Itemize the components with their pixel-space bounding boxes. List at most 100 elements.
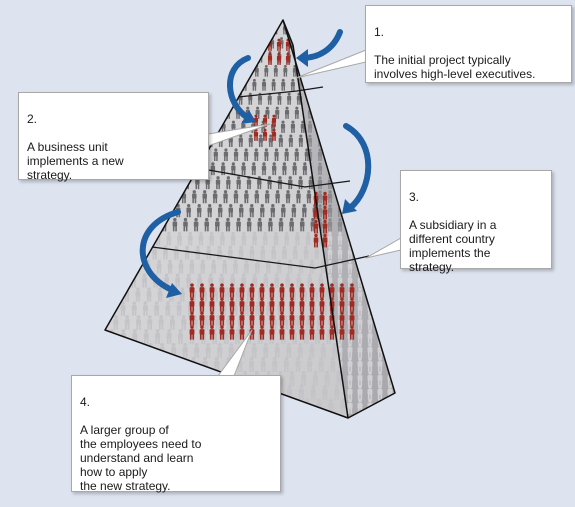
callout-number: 3.	[409, 190, 420, 204]
person-icon	[121, 64, 126, 77]
person-icon	[134, 231, 140, 246]
person-icon	[99, 79, 103, 91]
person-icon	[135, 23, 140, 35]
person-icon	[377, 134, 383, 147]
person-icon	[133, 203, 139, 218]
callout-3: 3. A subsidiary in a different country i…	[400, 170, 552, 274]
person-icon	[343, 106, 348, 119]
person-icon	[348, 23, 352, 35]
person-icon	[178, 64, 183, 77]
callout-1: 1. The initial project typically involve…	[365, 5, 572, 83]
person-icon	[301, 23, 306, 35]
person-icon	[387, 176, 393, 190]
person-icon	[355, 93, 359, 105]
person-icon	[105, 37, 107, 49]
arrows	[139, 29, 372, 298]
person-icon	[155, 51, 160, 63]
person-icon	[347, 134, 353, 147]
curved-arrow-icon	[343, 123, 372, 211]
person-icon	[317, 106, 323, 119]
person-icon	[316, 37, 321, 49]
person-icon	[334, 106, 339, 119]
person-icon	[333, 162, 338, 176]
person-icon	[347, 190, 353, 204]
person-icon	[98, 301, 103, 315]
person-icon	[216, 106, 221, 119]
person-icon	[357, 204, 363, 218]
person-icon	[335, 148, 340, 162]
person-icon	[358, 65, 362, 77]
person-icon	[98, 329, 103, 344]
person-icon	[136, 51, 141, 63]
person-icon	[304, 398, 310, 415]
person-icon	[124, 259, 129, 274]
person-icon	[140, 64, 145, 77]
person-icon	[146, 78, 151, 91]
person-icon	[280, 398, 286, 415]
person-icon	[131, 64, 136, 77]
person-icon	[204, 78, 209, 91]
person-icon	[337, 92, 343, 105]
person-icon	[327, 106, 333, 119]
person-icon	[119, 217, 125, 232]
person-icon	[132, 356, 138, 372]
person-icon	[377, 176, 383, 190]
person-icon	[328, 23, 332, 35]
person-icon	[292, 23, 296, 35]
person-icon	[343, 162, 348, 176]
person-icon	[246, 23, 250, 35]
person-icon	[387, 162, 393, 175]
person-icon	[130, 245, 136, 260]
person-icon	[317, 92, 323, 105]
person-icon	[387, 190, 393, 204]
callout-2: 2. A business unit implements a new stra…	[18, 92, 209, 182]
callout-number: 1.	[374, 25, 385, 39]
person-icon	[347, 162, 353, 175]
callout-text: A larger group of the employees need to …	[80, 423, 202, 493]
person-icon	[144, 356, 150, 372]
person-icon	[367, 232, 373, 246]
person-icon	[327, 148, 333, 161]
person-icon	[377, 273, 383, 288]
person-icon	[105, 343, 108, 358]
person-icon	[358, 78, 362, 91]
person-icon	[260, 37, 265, 49]
person-icon	[167, 356, 173, 372]
person-icon	[205, 37, 209, 49]
person-icon	[130, 217, 135, 232]
person-icon	[194, 78, 199, 91]
person-icon	[377, 162, 383, 175]
person-icon	[185, 78, 190, 91]
person-icon	[335, 92, 340, 105]
person-icon	[367, 259, 373, 274]
person-icon	[98, 357, 103, 372]
person-icon	[126, 51, 131, 63]
person-icon	[221, 51, 225, 63]
person-icon	[150, 64, 155, 77]
person-icon	[338, 134, 344, 147]
person-icon	[345, 92, 348, 105]
person-icon	[158, 37, 163, 49]
person-icon	[354, 37, 358, 48]
person-icon	[367, 287, 373, 302]
person-icon	[367, 120, 373, 133]
person-icon	[357, 148, 363, 161]
person-icon	[324, 148, 330, 162]
person-icon	[167, 37, 172, 49]
person-icon	[333, 51, 338, 63]
person-icon	[109, 273, 114, 288]
person-icon	[319, 78, 324, 91]
person-icon	[113, 287, 119, 302]
person-icon	[112, 64, 117, 77]
callout-text: A subsidiary in a different country impl…	[409, 218, 497, 274]
person-icon	[156, 356, 162, 372]
person-icon	[154, 203, 160, 218]
person-icon	[357, 120, 363, 133]
person-icon	[310, 23, 315, 35]
person-icon	[350, 176, 354, 189]
person-icon	[227, 23, 232, 35]
level-lines	[151, 86, 370, 269]
person-icon	[329, 23, 333, 35]
person-icon	[337, 134, 343, 147]
person-icon	[318, 37, 322, 49]
